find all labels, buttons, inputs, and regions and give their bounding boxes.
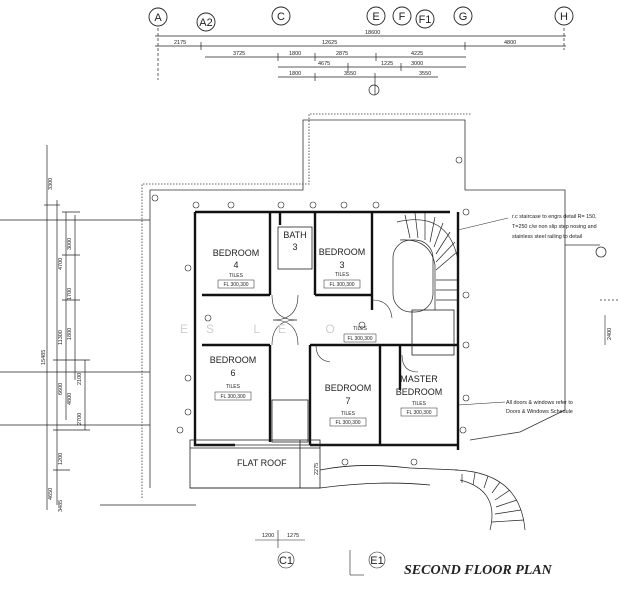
dim-left-11: 2700	[77, 413, 83, 425]
dim-left-13: 4650	[48, 488, 54, 500]
room-bedroom-4: BEDROOM 4 TILES FL 300,300	[213, 248, 260, 289]
grid-label-G: G	[459, 11, 468, 23]
dim-left-9: 2100	[77, 373, 83, 385]
dim-row2-b: 12625	[322, 40, 337, 46]
room-number: 7	[345, 396, 350, 406]
room-bedroom-3: BEDROOM 3 TILES FL 300,300	[319, 247, 366, 289]
dimension-lines-left	[0, 145, 196, 510]
dim-left-14: 3485	[58, 500, 64, 512]
staircase-note-line-3: stainless steel railing to detail	[512, 234, 582, 240]
room-name: BATH	[283, 230, 306, 240]
dim-row3-c: 2875	[336, 51, 348, 57]
dim-row3-a: 3725	[233, 51, 245, 57]
dim-row5-c: 3550	[419, 71, 431, 77]
room-finish: TILES	[226, 384, 241, 390]
room-number: 3	[339, 260, 344, 270]
grid-label-E1: E1	[370, 555, 383, 567]
dimension-text-left: 3300 4700 3000 1700 1800 11300 15485 660…	[41, 178, 83, 512]
dim-flat-roof: 2275	[314, 463, 320, 475]
room-level: FL 300,300	[406, 410, 431, 416]
room-bath-3: BATH 3	[283, 230, 306, 252]
door-swings	[271, 294, 419, 373]
boundary-lines	[141, 113, 620, 498]
internal-lines	[189, 226, 459, 489]
room-number: 4	[233, 260, 238, 270]
dim-row3-d: 4225	[411, 51, 423, 57]
dim-overall: 18600	[365, 30, 380, 36]
grid-label-A: A	[154, 12, 162, 24]
dim-left-6: 11300	[58, 330, 64, 345]
room-level: FL 300,300	[220, 394, 245, 400]
walls	[193, 210, 460, 450]
dim-left-1: 3300	[48, 178, 54, 190]
grid-label-C1: C1	[279, 555, 293, 567]
doors-note: All doors & windows refer to Doors & Win…	[457, 400, 573, 415]
dim-left-3: 3000	[67, 238, 73, 250]
dimension-lines-top	[155, 28, 566, 96]
dim-right: 2400	[607, 328, 613, 340]
grid-bubble-labels-top: A A2 C E F F1 G H	[154, 11, 568, 29]
grid-label-H: H	[560, 11, 568, 23]
staircase-note-line-2: T=250 c/w non slip step nosing and	[512, 224, 597, 230]
dim-row5-b: 3550	[344, 71, 356, 77]
room-level: FL 300,300	[223, 282, 248, 288]
doors-note-line-2: Doors & Windows Schedule	[506, 409, 573, 415]
dim-left-8: 6600	[58, 383, 64, 395]
dim-left-10: 4800	[67, 393, 73, 405]
dim-row4-a: 4675	[318, 61, 330, 67]
corridor-level: FL 300,300	[347, 336, 372, 342]
flat-roof-label: FLAT ROOF	[237, 458, 287, 468]
corridor-finish: TILES	[353, 326, 368, 332]
room-finish: TILES	[335, 272, 350, 278]
room-finish: TILES	[341, 411, 356, 417]
grid-label-E: E	[372, 11, 379, 23]
room-name: BEDROOM	[213, 248, 260, 258]
grid-label-F: F	[399, 11, 406, 23]
dim-left-2: 4700	[58, 258, 64, 270]
staircase	[392, 212, 459, 313]
dim-row5-a: 1800	[289, 71, 301, 77]
dim-row2-a: 2175	[174, 40, 186, 46]
room-finish: TILES	[229, 273, 244, 279]
grid-label-A2: A2	[199, 17, 212, 29]
doors-note-line-1: All doors & windows refer to	[506, 400, 573, 406]
grid-label-C: C	[277, 11, 285, 23]
room-finish: TILES	[412, 401, 427, 407]
room-master-bedroom: MASTER BEDROOM TILES FL 300,300	[396, 374, 443, 417]
room-level: FL 300,300	[329, 282, 354, 288]
dim-row4-b: 1225	[381, 61, 393, 67]
drawing-title: SECOND FLOOR PLAN	[404, 563, 553, 578]
bottom-dimensions	[255, 530, 386, 576]
room-level: FL 300,300	[335, 420, 360, 426]
room-name: MASTER	[400, 374, 438, 384]
room-name: BEDROOM	[319, 247, 366, 257]
dim-row3-b: 1800	[289, 51, 301, 57]
corridor-tag: TILES FL 300,300	[343, 326, 377, 343]
dim-left-4: 1700	[67, 288, 73, 300]
grid-bubbles-top	[148, 6, 574, 32]
room-name: BEDROOM	[325, 383, 372, 393]
dim-bottom-b: 1275	[287, 533, 299, 539]
watermark-text: ES LE O	[180, 322, 353, 336]
room-name: BEDROOM	[210, 355, 257, 365]
dim-bottom-a: 1200	[262, 533, 274, 539]
column-markers	[151, 156, 470, 466]
dimension-text-top: 18600 2175 12625 4800 3725 1800 2875 422…	[174, 30, 516, 77]
staircase-note-line-1: r.c staircase to engrs detail R= 150,	[512, 214, 597, 220]
room-number: 3	[292, 242, 297, 252]
dim-left-12: 1200	[58, 453, 64, 465]
dim-row4-c: 3000	[411, 61, 423, 67]
dim-row2-c: 4800	[504, 40, 516, 46]
staircase-note: r.c staircase to engrs detail R= 150, T=…	[457, 214, 597, 240]
external-stair	[454, 469, 526, 531]
dim-left-7: 15485	[41, 350, 47, 365]
room-number: 6	[230, 368, 235, 378]
room-bedroom-7: BEDROOM 7 TILES FL 300,300	[325, 383, 372, 427]
room-number: BEDROOM	[396, 387, 443, 397]
room-bedroom-6: BEDROOM 6 TILES FL 300,300	[210, 355, 257, 401]
grid-label-F1: F1	[419, 14, 432, 26]
dim-left-5: 1800	[67, 328, 73, 340]
